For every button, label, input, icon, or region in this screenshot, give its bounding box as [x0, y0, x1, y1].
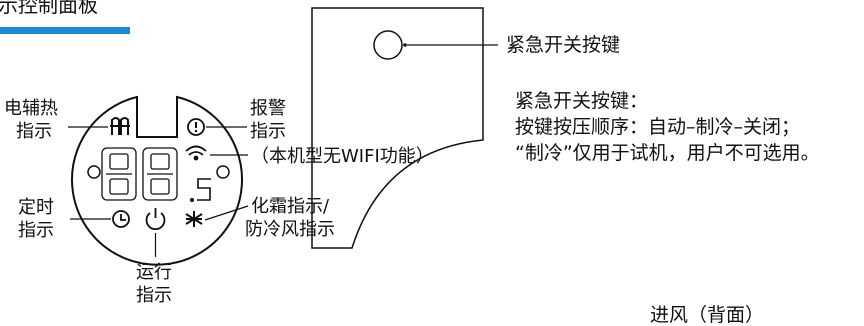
digit-display: [101, 147, 211, 203]
emergency-switch-callout: 紧急开关按键: [506, 34, 621, 56]
emergency-note-line1: 按键按压顺序：自动–制冷–关闭；: [515, 116, 801, 138]
display-ring: [71, 95, 243, 266]
timer-label-line1: 定时: [18, 197, 54, 218]
timer-icon: [112, 210, 130, 228]
wifi-note: （本机型无WIFI功能）: [251, 146, 434, 167]
defrost-label-line2: 防冷风指示: [245, 219, 335, 240]
alarm-label-line2: 指示: [250, 121, 286, 142]
run-label-line1: 运行: [136, 262, 172, 283]
emergency-switch-button: [373, 30, 403, 60]
alarm-icon: [187, 118, 205, 136]
wifi-icon: [185, 145, 207, 161]
timer-label-line2: 指示: [18, 220, 54, 241]
panel-outline: [311, 7, 484, 249]
emergency-note-title: 紧急开关按键：: [515, 90, 649, 112]
run-label-line2: 指示: [136, 285, 172, 306]
defrost-icon: [185, 211, 203, 227]
title-accent-bar: [0, 27, 130, 34]
alarm-label-line1: 报警: [250, 98, 286, 119]
power-icon: [145, 208, 166, 231]
defrost-label-line1: 化霜指示/: [251, 196, 330, 217]
emergency-note-line2: “制冷”仅用于试机，用户不可选用。: [515, 142, 820, 164]
heater-label-line2: 指示: [16, 121, 52, 142]
heater-label-line1: 电辅热: [4, 98, 58, 119]
heater-icon: [110, 117, 130, 135]
page-title: 示控制面板: [0, 0, 98, 17]
bottom-partial-label: 进风（背面）: [650, 304, 765, 326]
